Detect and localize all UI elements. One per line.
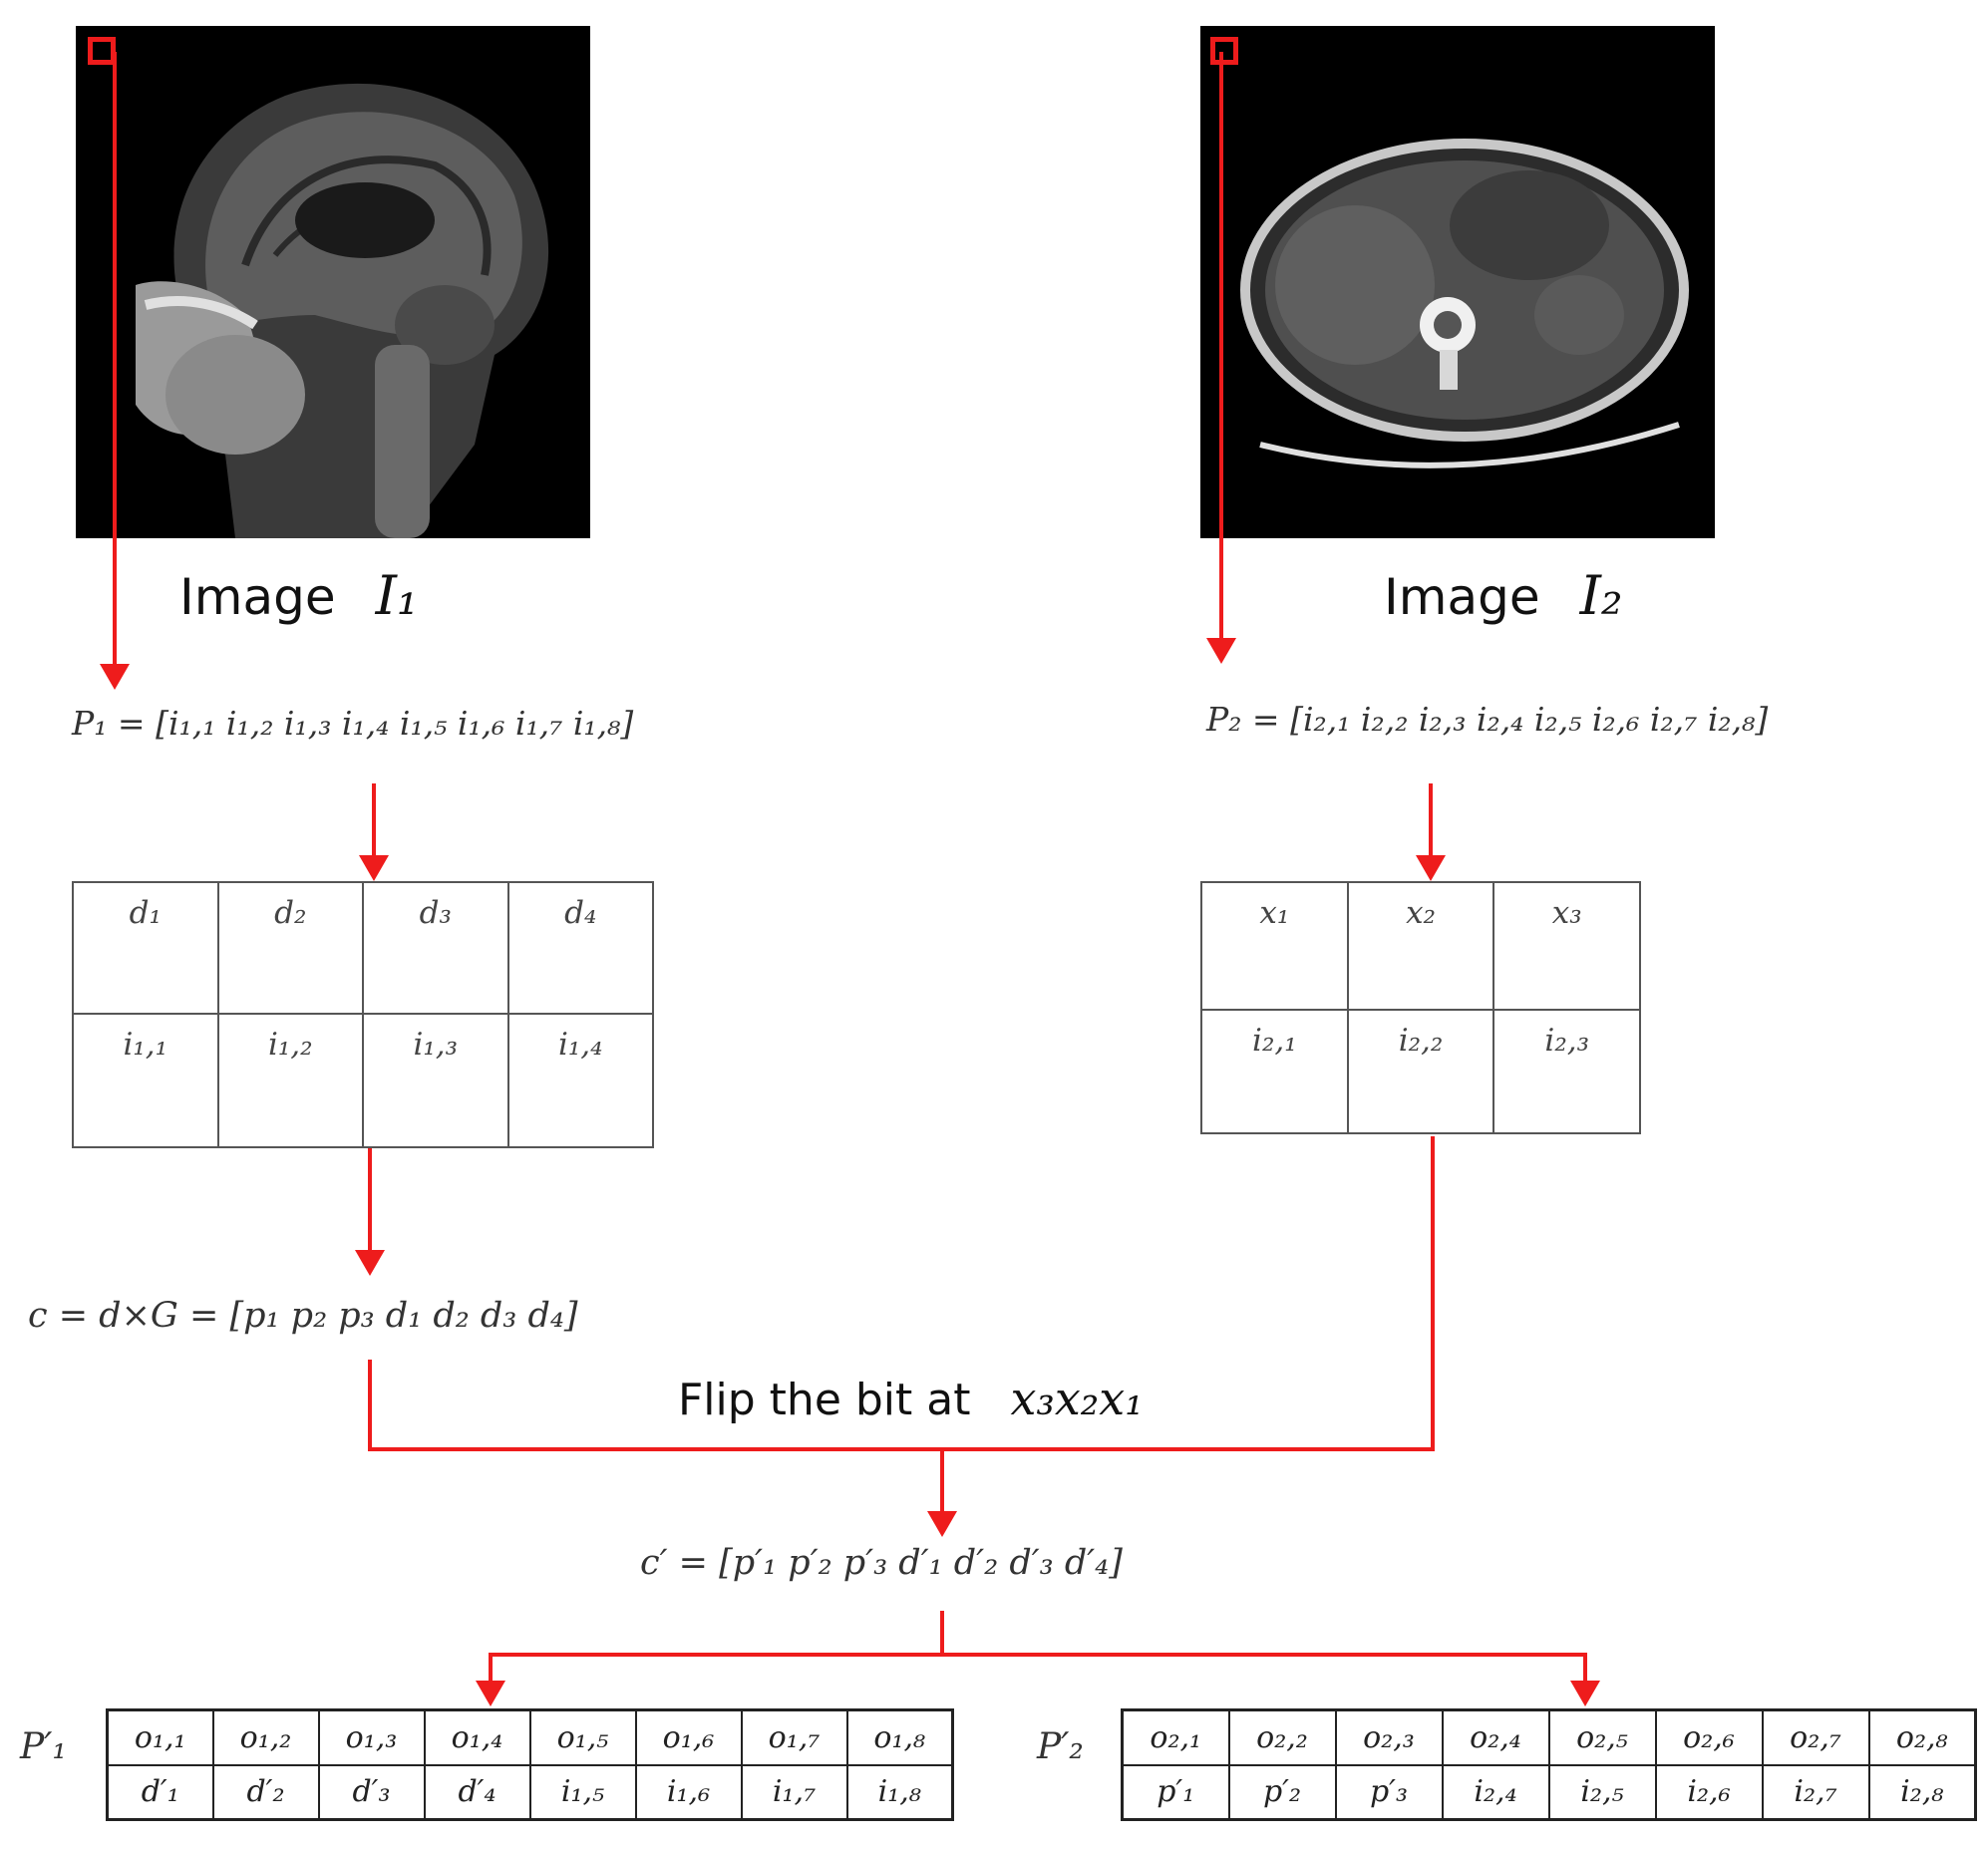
- cell-i15: i₁,₅: [528, 1763, 637, 1821]
- mri-head-illustration: [76, 26, 590, 538]
- line-merge-horizontal: [368, 1447, 1435, 1451]
- cell-o27: o₂,₇: [1761, 1708, 1870, 1766]
- arrow-p1-to-table: [372, 783, 376, 865]
- cell-i25: i₂,₅: [1547, 1763, 1657, 1821]
- cell-d4-prime: d′₄: [423, 1763, 531, 1821]
- arrow-to-modified-codeword: [940, 1447, 944, 1519]
- cell-o17: o₁,₇: [740, 1708, 848, 1766]
- cell-p1-prime: p′₁: [1121, 1763, 1230, 1821]
- arrow-to-output-1: [489, 1653, 493, 1689]
- cell-i24: i₂,₄: [1441, 1763, 1550, 1821]
- cell-o22: o₂,₂: [1227, 1708, 1337, 1766]
- cell-d3: d₃: [362, 881, 509, 1015]
- arrow-left-scan-to-vector: [113, 52, 117, 674]
- ct-abdomen-illustration: [1200, 26, 1715, 538]
- cell-o24: o₂,₄: [1441, 1708, 1550, 1766]
- modified-codeword: c′ = [p′₁ p′₂ p′₃ d′₁ d′₂ d′₃ d′₄]: [640, 1543, 1123, 1583]
- cell-o28: o₂,₈: [1867, 1708, 1977, 1766]
- cell-o21: o₂,₁: [1121, 1708, 1230, 1766]
- flip-label: Flip the bit at x₃x₂x₁: [678, 1372, 1144, 1425]
- codeword-c: c = d×G = [p₁ p₂ p₃ d₁ d₂ d₃ d₄]: [28, 1296, 578, 1336]
- cell-o26: o₂,₆: [1654, 1708, 1764, 1766]
- line-index-down: [1431, 1136, 1435, 1451]
- cell-i27: i₂,₇: [1761, 1763, 1870, 1821]
- arrowhead-output-2: [1570, 1681, 1600, 1706]
- arrowhead-codeword: [355, 1250, 385, 1276]
- cell-x1: x₁: [1200, 881, 1349, 1011]
- cell-o11: o₁,₁: [106, 1708, 214, 1766]
- line-split-down: [940, 1611, 944, 1657]
- line-codeword-down: [368, 1360, 372, 1451]
- cell-d2: d₂: [216, 881, 364, 1015]
- arrowhead-p1-table: [359, 855, 389, 881]
- cell-o14: o₁,₄: [423, 1708, 531, 1766]
- arrowhead-right-vector: [1206, 638, 1236, 664]
- cell-x2: x₂: [1346, 881, 1495, 1011]
- arrowhead-modified-codeword: [927, 1511, 957, 1537]
- cell-i17: i₁,₇: [740, 1763, 848, 1821]
- label-p2-prime: P′₂: [1037, 1726, 1084, 1767]
- caption-image-1: Image I₁: [179, 564, 419, 627]
- cell-d2-prime: d′₂: [211, 1763, 320, 1821]
- arrowhead-output-1: [476, 1681, 505, 1706]
- table-output-p1: o₁,₁ o₁,₂ o₁,₃ o₁,₄ o₁,₅ o₁,₆ o₁,₇ o₁,₈ …: [106, 1708, 954, 1821]
- arrowhead-p2-table: [1416, 855, 1446, 881]
- cell-d1-prime: d′₁: [106, 1763, 214, 1821]
- cell-i11: i₁,₁: [72, 1013, 219, 1148]
- cell-i23: i₂,₃: [1492, 1009, 1642, 1134]
- cell-d1: d₁: [72, 881, 219, 1015]
- cell-o23: o₂,₃: [1334, 1708, 1444, 1766]
- line-split-horizontal: [489, 1653, 1587, 1657]
- cell-i26: i₂,₆: [1654, 1763, 1764, 1821]
- flip-symbol: x₃x₂x₁: [1010, 1372, 1144, 1425]
- arrow-p2-to-table: [1429, 783, 1433, 865]
- pixel-block-marker-left: [88, 37, 116, 65]
- mri-head-image: [76, 26, 590, 538]
- arrow-right-scan-to-vector: [1219, 52, 1223, 644]
- arrow-to-output-2: [1583, 1653, 1587, 1689]
- cell-i22: i₂,₂: [1346, 1009, 1495, 1134]
- cell-i12: i₁,₂: [216, 1013, 364, 1148]
- cell-i18: i₁,₈: [845, 1763, 954, 1821]
- vector-p1: P₁ = [i₁,₁ i₁,₂ i₁,₃ i₁,₄ i₁,₅ i₁,₆ i₁,₇…: [72, 704, 634, 743]
- cell-i28: i₂,₈: [1867, 1763, 1977, 1821]
- caption-word: Image: [179, 568, 336, 626]
- ct-abdomen-image: [1200, 26, 1715, 538]
- vector-p2: P₂ = [i₂,₁ i₂,₂ i₂,₃ i₂,₄ i₂,₅ i₂,₆ i₂,₇…: [1206, 700, 1769, 739]
- pixel-block-marker-right: [1210, 37, 1238, 65]
- table-output-p2: o₂,₁ o₂,₂ o₂,₃ o₂,₄ o₂,₅ o₂,₆ o₂,₇ o₂,₈ …: [1121, 1708, 1977, 1821]
- table-index-bits-x: x₁ x₂ x₃ i₂,₁ i₂,₂ i₂,₃: [1200, 881, 1642, 1134]
- label-p1-prime: P′₁: [20, 1726, 67, 1767]
- image-1-symbol: I₁: [375, 564, 419, 627]
- table-data-bits-d: d₁ d₂ d₃ d₄ i₁,₁ i₁,₂ i₁,₃ i₁,₄: [72, 881, 654, 1148]
- cell-o15: o₁,₅: [528, 1708, 637, 1766]
- cell-x3: x₃: [1492, 881, 1642, 1011]
- cell-d3-prime: d′₃: [317, 1763, 426, 1821]
- cell-o12: o₁,₂: [211, 1708, 320, 1766]
- cell-i14: i₁,₄: [506, 1013, 654, 1148]
- cell-i21: i₂,₁: [1200, 1009, 1349, 1134]
- cell-o18: o₁,₈: [845, 1708, 954, 1766]
- image-2-symbol: I₂: [1579, 564, 1623, 627]
- cell-i13: i₁,₃: [362, 1013, 509, 1148]
- caption-word: Image: [1384, 568, 1540, 626]
- cell-d4: d₄: [506, 881, 654, 1015]
- caption-image-2: Image I₂: [1384, 564, 1623, 627]
- cell-o13: o₁,₃: [317, 1708, 426, 1766]
- cell-o16: o₁,₆: [634, 1708, 743, 1766]
- flip-text: Flip the bit at: [678, 1375, 971, 1425]
- cell-o25: o₂,₅: [1547, 1708, 1657, 1766]
- arrow-table-to-codeword: [368, 1148, 372, 1260]
- arrowhead-left-vector: [100, 664, 130, 690]
- cell-p2-prime: p′₂: [1227, 1763, 1337, 1821]
- cell-i16: i₁,₆: [634, 1763, 743, 1821]
- cell-p3-prime: p′₃: [1334, 1763, 1444, 1821]
